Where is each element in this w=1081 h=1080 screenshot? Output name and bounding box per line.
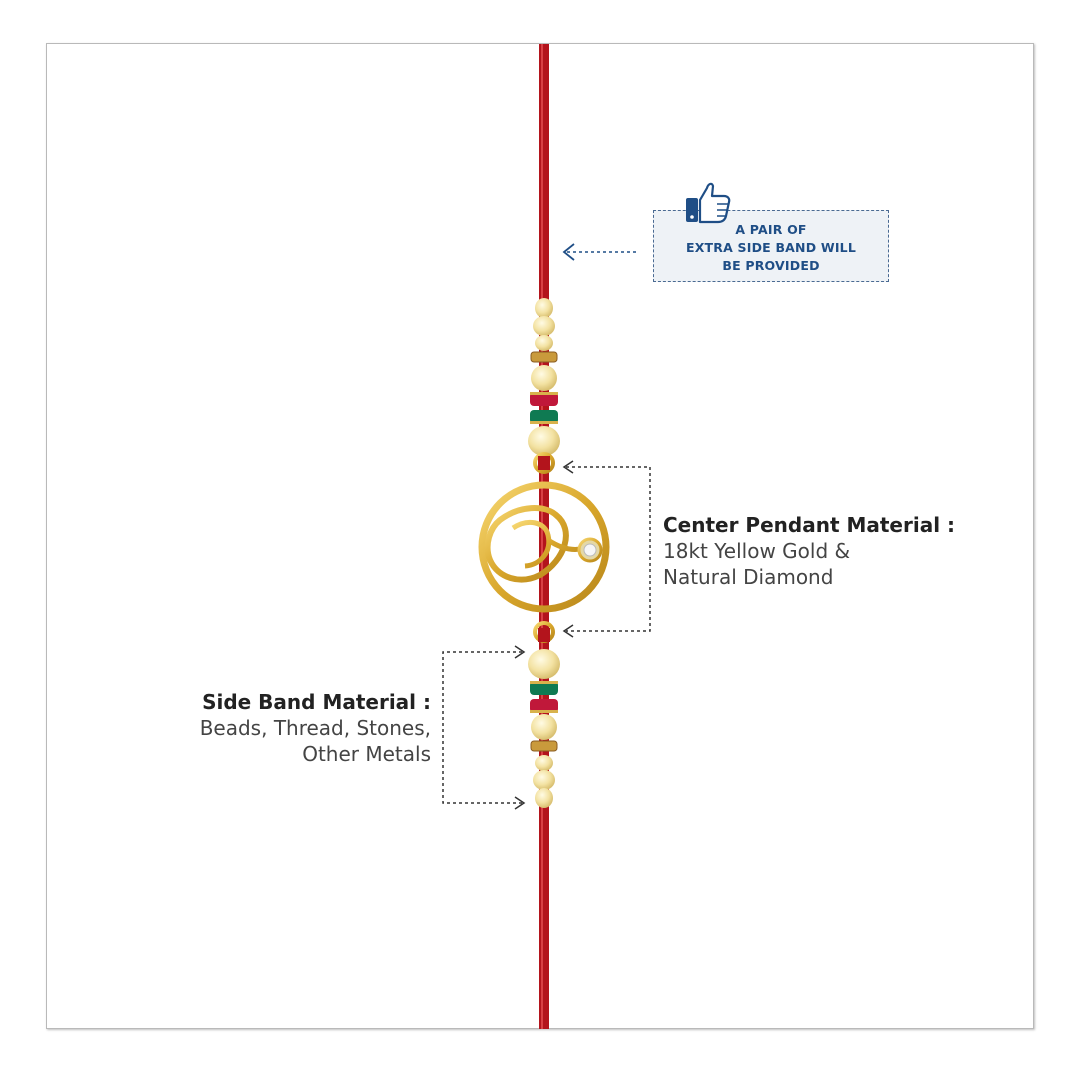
side-band-label: Side Band Material : Beads, Thread, Ston… <box>160 689 431 767</box>
lower-side-band <box>528 649 560 808</box>
side-band-bracket <box>442 645 526 810</box>
callout-line-2: EXTRA SIDE BAND WILL <box>685 240 857 255</box>
upper-side-band <box>528 298 560 456</box>
center-pendant-line-1: 18kt Yellow Gold & <box>663 539 851 563</box>
thumbs-up-icon <box>686 182 731 224</box>
callout-arrow <box>562 243 636 261</box>
side-band-line-2: Other Metals <box>302 742 431 766</box>
pendant-bracket <box>562 460 651 638</box>
side-band-line-1: Beads, Thread, Stones, <box>199 716 431 740</box>
center-pendant-label: Center Pendant Material : 18kt Yellow Go… <box>663 512 955 590</box>
center-pendant-line-2: Natural Diamond <box>663 565 834 589</box>
center-pendant <box>478 452 610 643</box>
red-thread <box>539 44 549 1029</box>
side-band-heading: Side Band Material : <box>202 690 431 714</box>
callout-line-3: BE PROVIDED <box>722 258 820 273</box>
center-pendant-heading: Center Pendant Material : <box>663 513 956 537</box>
callout-line-1: A PAIR OF <box>735 222 807 237</box>
